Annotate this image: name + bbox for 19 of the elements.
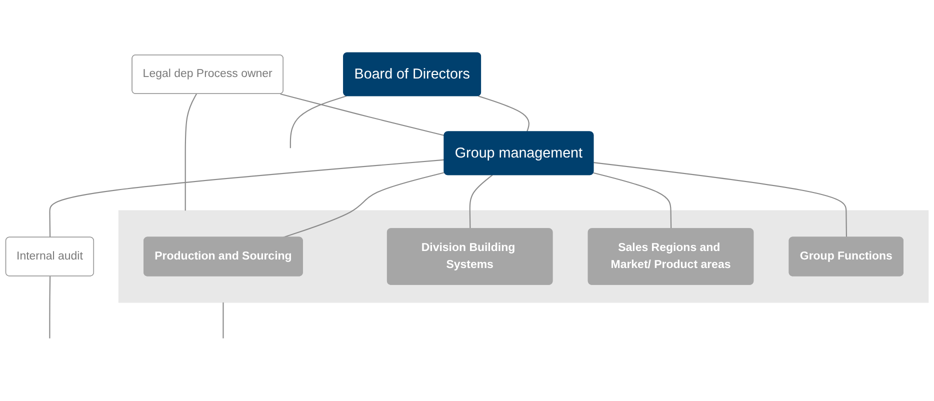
connector <box>469 174 493 229</box>
connector <box>49 159 445 238</box>
connector <box>184 93 198 211</box>
connector <box>290 95 347 148</box>
org-unit-box: Legal dep Process owner <box>132 54 284 94</box>
connector <box>49 276 51 338</box>
org-unit-box: Sales Regions and Market/ Product areas <box>588 228 754 285</box>
org-unit-box: Production and Sourcing <box>144 236 303 276</box>
org-unit-box: Internal audit <box>5 236 94 276</box>
org-unit-box: Group Functions <box>788 236 904 276</box>
connector <box>280 93 445 136</box>
connector <box>222 302 224 338</box>
org-unit-box: Group management <box>444 131 594 176</box>
org-unit-box: Board of Directors <box>343 52 482 96</box>
connector <box>594 162 848 238</box>
connector <box>478 96 530 132</box>
org-unit-box: Division Building Systems <box>386 228 553 285</box>
connector <box>593 172 672 229</box>
connector <box>282 172 445 238</box>
